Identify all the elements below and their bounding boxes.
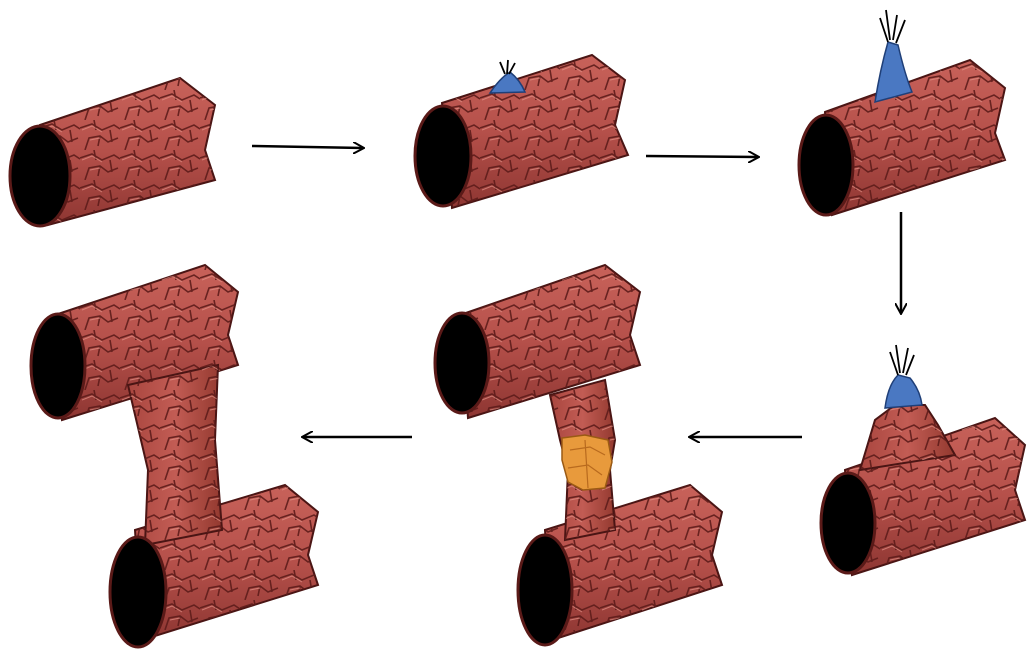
arrow-stage-2-to-3 (646, 156, 758, 157)
stage-3-lumen (799, 115, 853, 215)
stage-2-vessel (415, 55, 628, 208)
stage-5-vessels (435, 265, 722, 645)
stage-1-lumen (10, 126, 70, 226)
stage-4-lumen (821, 473, 875, 573)
stage-6-lumen-bottom (110, 537, 166, 647)
stage-5-lumen-top (435, 313, 489, 413)
stage-4-vessel (821, 345, 1025, 575)
stage-6-lumen-top (31, 314, 85, 418)
stage-3-tip-cell (875, 10, 912, 102)
stage-6-vessels (31, 265, 318, 647)
stage-1-vessel (10, 78, 215, 226)
arrow-stage-1-to-2 (252, 146, 363, 148)
stage-3-vessel (799, 10, 1005, 215)
stage-2-lumen (415, 106, 471, 206)
stage-2-tip-cell (490, 60, 525, 93)
stage-5-fusion-cell (562, 435, 612, 490)
stage-5-lumen-bottom (518, 535, 572, 645)
stage-4-tip-cell (885, 345, 922, 408)
